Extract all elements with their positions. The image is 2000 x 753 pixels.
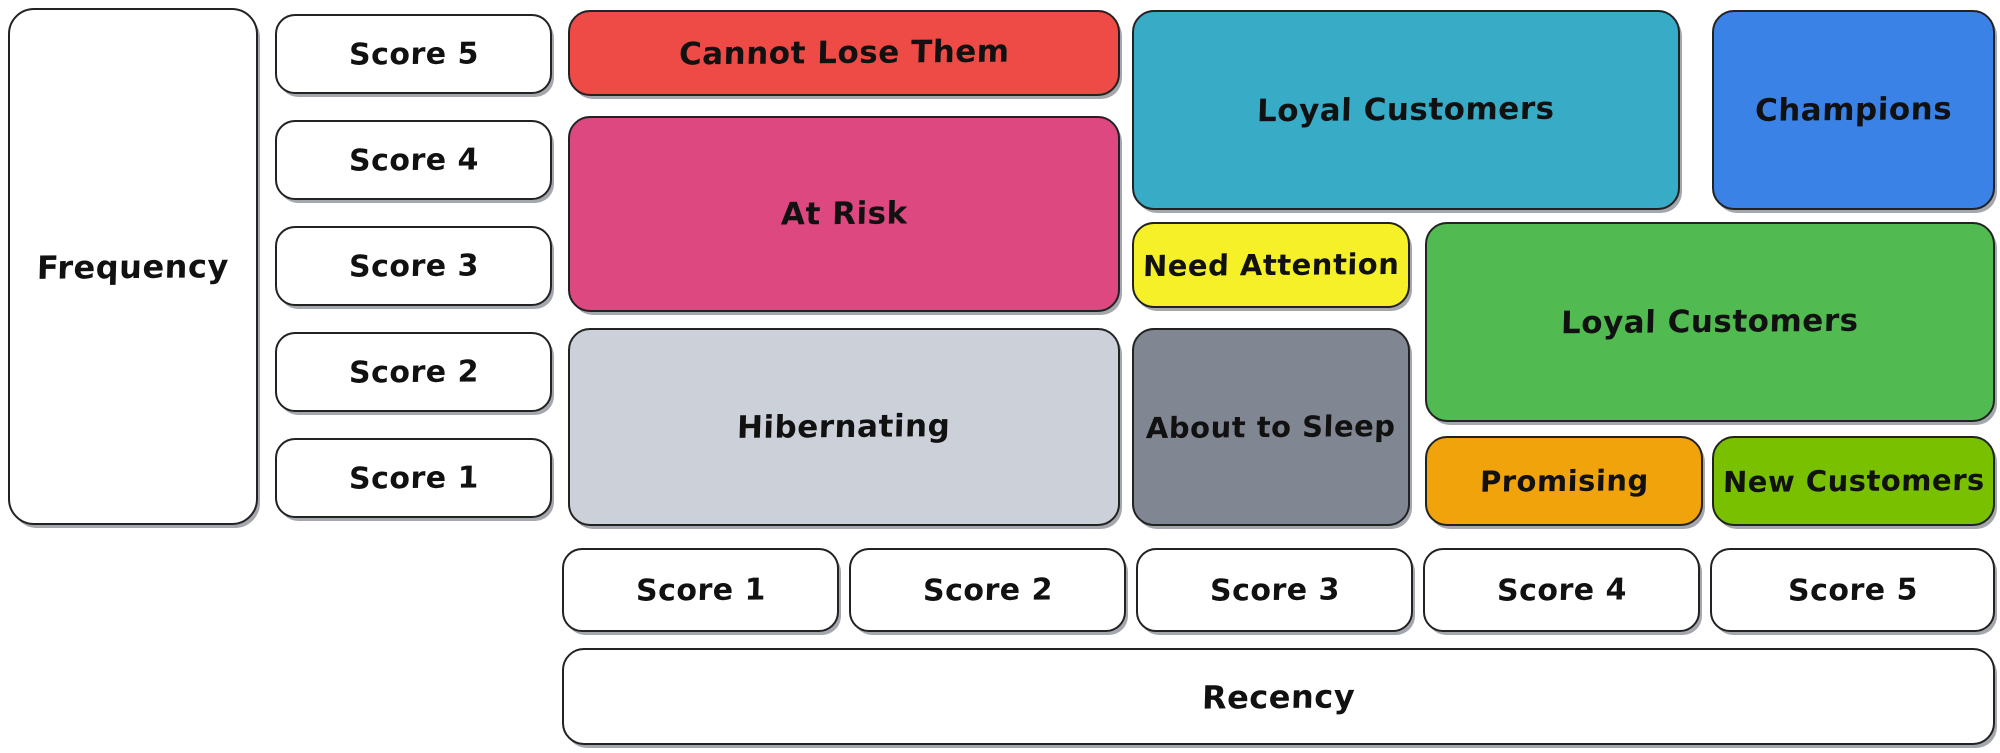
segment-new-customers-label: New Customers [1722,462,1985,500]
recency-axis-label-text: Recency [1201,676,1356,717]
segment-cannot-lose-them-label: Cannot Lose Them [678,33,1010,73]
recency-score-5-text: Score 5 [1787,571,1918,609]
segment-need-attention-label: Need Attention [1142,246,1400,284]
recency-score-4-text: Score 4 [1496,571,1627,609]
recency-axis-label: Recency [562,648,1995,745]
frequency-score-2-text: Score 2 [348,353,479,391]
recency-score-4[interactable]: Score 4 [1423,548,1700,632]
frequency-score-3[interactable]: Score 3 [275,226,552,306]
segment-loyal-customers-green-label: Loyal Customers [1560,302,1860,342]
frequency-score-4[interactable]: Score 4 [275,120,552,200]
segment-about-to-sleep[interactable]: About to Sleep [1132,328,1410,526]
frequency-score-1[interactable]: Score 1 [275,438,552,518]
recency-score-2[interactable]: Score 2 [849,548,1126,632]
segment-loyal-customers-green[interactable]: Loyal Customers [1425,222,1995,422]
frequency-score-4-text: Score 4 [348,141,479,179]
segment-promising-label: Promising [1479,463,1649,499]
segment-promising[interactable]: Promising [1425,436,1703,526]
segment-loyal-customers-teal-label: Loyal Customers [1256,90,1556,130]
recency-score-3[interactable]: Score 3 [1136,548,1413,632]
segment-hibernating[interactable]: Hibernating [568,328,1120,526]
frequency-score-1-text: Score 1 [348,459,479,497]
frequency-score-3-text: Score 3 [348,247,479,285]
recency-score-5[interactable]: Score 5 [1710,548,1995,632]
frequency-axis-label: Frequency [8,8,258,525]
segment-need-attention[interactable]: Need Attention [1132,222,1410,308]
segment-at-risk[interactable]: At Risk [568,116,1120,312]
segment-about-to-sleep-label: About to Sleep [1145,408,1397,446]
segment-at-risk-label: At Risk [780,195,908,233]
recency-score-3-text: Score 3 [1209,571,1340,609]
recency-score-1-text: Score 1 [635,571,766,609]
recency-score-2-text: Score 2 [922,571,1053,609]
frequency-axis-label-text: Frequency [36,246,230,287]
segment-loyal-customers-teal[interactable]: Loyal Customers [1132,10,1680,210]
segment-champions[interactable]: Champions [1712,10,1995,210]
recency-score-1[interactable]: Score 1 [562,548,839,632]
frequency-score-2[interactable]: Score 2 [275,332,552,412]
segment-champions-label: Champions [1754,91,1953,129]
segment-new-customers[interactable]: New Customers [1712,436,1995,526]
frequency-score-5-text: Score 5 [348,35,479,73]
segment-hibernating-label: Hibernating [736,408,952,446]
segment-cannot-lose-them[interactable]: Cannot Lose Them [568,10,1120,96]
frequency-score-5[interactable]: Score 5 [275,14,552,94]
